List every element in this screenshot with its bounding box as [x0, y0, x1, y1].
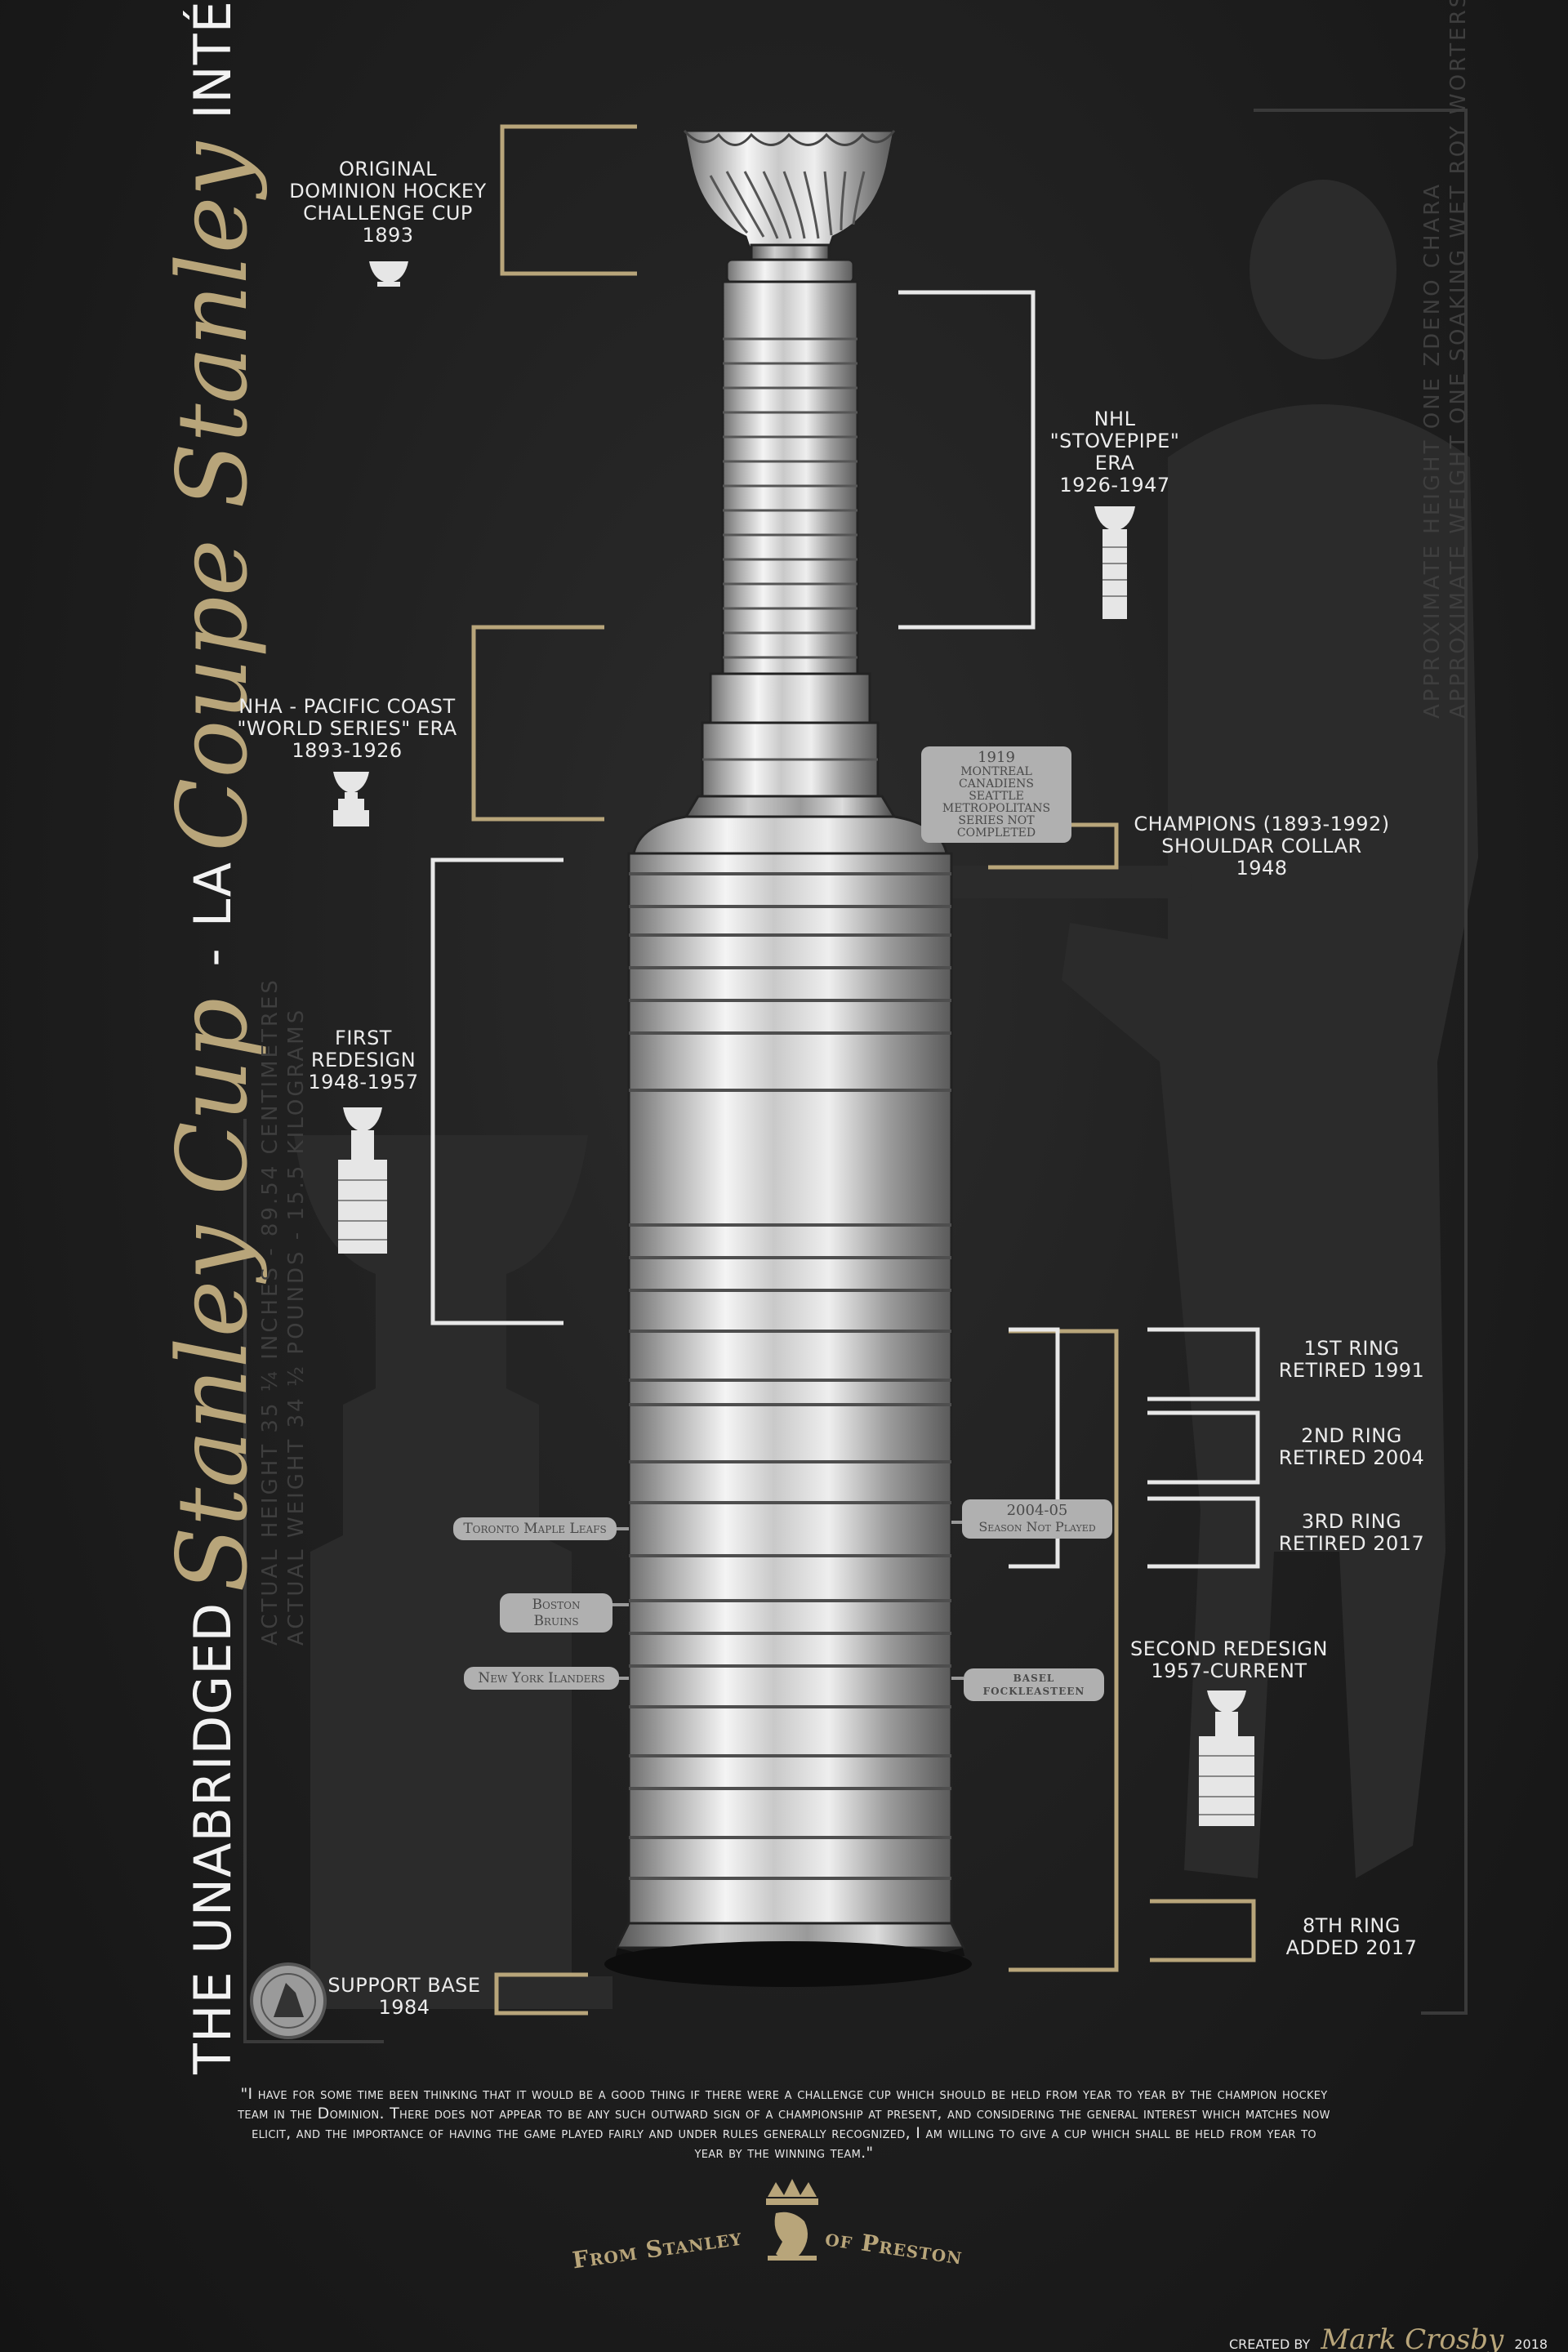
- title-stanley-cup: Stanley Cup: [156, 997, 269, 1592]
- tag-season-not-played: 2004-05 Season Not Played: [962, 1499, 1112, 1539]
- title-la: La: [182, 861, 243, 928]
- credit-created-by: Created by: [1229, 2336, 1311, 2352]
- bracket-ring3: [1147, 1496, 1260, 1569]
- brackets-white: [430, 290, 1260, 1569]
- title-dash: -: [182, 948, 243, 967]
- bracket-ring8: [1150, 1899, 1256, 1962]
- silhouette-cup: [270, 1135, 612, 2009]
- label-nha: NHA - Pacific Coast "World Series" Era 1…: [237, 695, 457, 762]
- bracket-ring1: [1147, 1327, 1260, 1401]
- hockey-hall-seal-icon: [250, 1962, 327, 2039]
- title-integral: Intégral: [183, 0, 243, 119]
- label-second-redesign: Second Redesign 1957-Current: [1130, 1637, 1328, 1682]
- label-champions: Champions (1893-1992) Shouldar Collar 19…: [1134, 813, 1390, 880]
- title-the-unabridged: The Unabridged: [182, 1601, 243, 2074]
- icon-nha-cup: [333, 772, 369, 826]
- label-ring1: 1st Ring Retired 1991: [1278, 1337, 1425, 1382]
- stanley-cup-drawing: [604, 129, 972, 1987]
- tag-misspelled-engraving: BASEL FOCKLEASTEEN: [964, 1668, 1104, 1701]
- label-ring2: 2nd Ring Retired 2004: [1278, 1424, 1425, 1469]
- stanley-crest-icon: [766, 2179, 818, 2261]
- tag-new-york-islanders: New York Ilanders: [464, 1667, 619, 1690]
- bracket-original: [500, 124, 637, 276]
- silhouette-height: Approximate Height One Zdeno Chara: [1420, 181, 1445, 719]
- founding-quote: "I have for some time been thinking that…: [238, 2085, 1330, 2162]
- label-first-redesign: First Redesign 1948-1957: [308, 1027, 419, 1094]
- credit-year: 2018: [1514, 2336, 1548, 2352]
- bracket-lower-rings: [1009, 1327, 1060, 1569]
- silhouette-text: Approximate Height One Zdeno Chara Appro…: [1419, 0, 1472, 719]
- bracket-ring2: [1147, 1410, 1260, 1485]
- icon-first-redesign-cup: [338, 1107, 387, 1254]
- poster-title: The Unabridged Stanley Cup - La Coupe St…: [155, 0, 270, 2074]
- icon-original-cup: [369, 261, 408, 287]
- credit-line: Created by Mark Crosby 2018: [1229, 2323, 1548, 2352]
- bracket-nha: [471, 625, 604, 822]
- silhouette-frame: [1254, 109, 1468, 2015]
- stanley-of-preston-mark: From Stanley of Preston: [571, 2224, 996, 2291]
- bracket-stovepipe: [898, 290, 1036, 630]
- label-ring8: 8th Ring Added 2017: [1285, 1914, 1418, 1959]
- credit-author: Mark Crosby: [1321, 2323, 1504, 2352]
- label-support-base: Support Base 1984: [327, 1974, 481, 2019]
- bracket-support-base: [494, 1972, 588, 2016]
- silhouette-weight: Approximate Weight One Soaking Wet Roy W…: [1446, 0, 1471, 719]
- label-stovepipe: NHL "Stovepipe" Era 1926-1947: [1049, 408, 1180, 497]
- dimension-frame: [243, 1119, 384, 2043]
- label-original: Original Dominion Hockey Challenge Cup 1…: [289, 158, 487, 247]
- tag-montreal-1919: 1919 Montreal Canadiens Seattle Metropol…: [921, 746, 1071, 843]
- bracket-second-redesign: [1009, 1329, 1119, 1972]
- tag-toronto-maple-leafs: Toronto Maple Leafs: [453, 1517, 617, 1540]
- icon-second-redesign-cup: [1199, 1690, 1254, 1826]
- bracket-first-redesign: [430, 858, 564, 1325]
- tag-boston-bruins: Boston Bruins: [500, 1593, 612, 1633]
- icon-stovepipe-cup: [1094, 506, 1135, 619]
- label-ring3: 3rd Ring Retired 2017: [1278, 1510, 1425, 1555]
